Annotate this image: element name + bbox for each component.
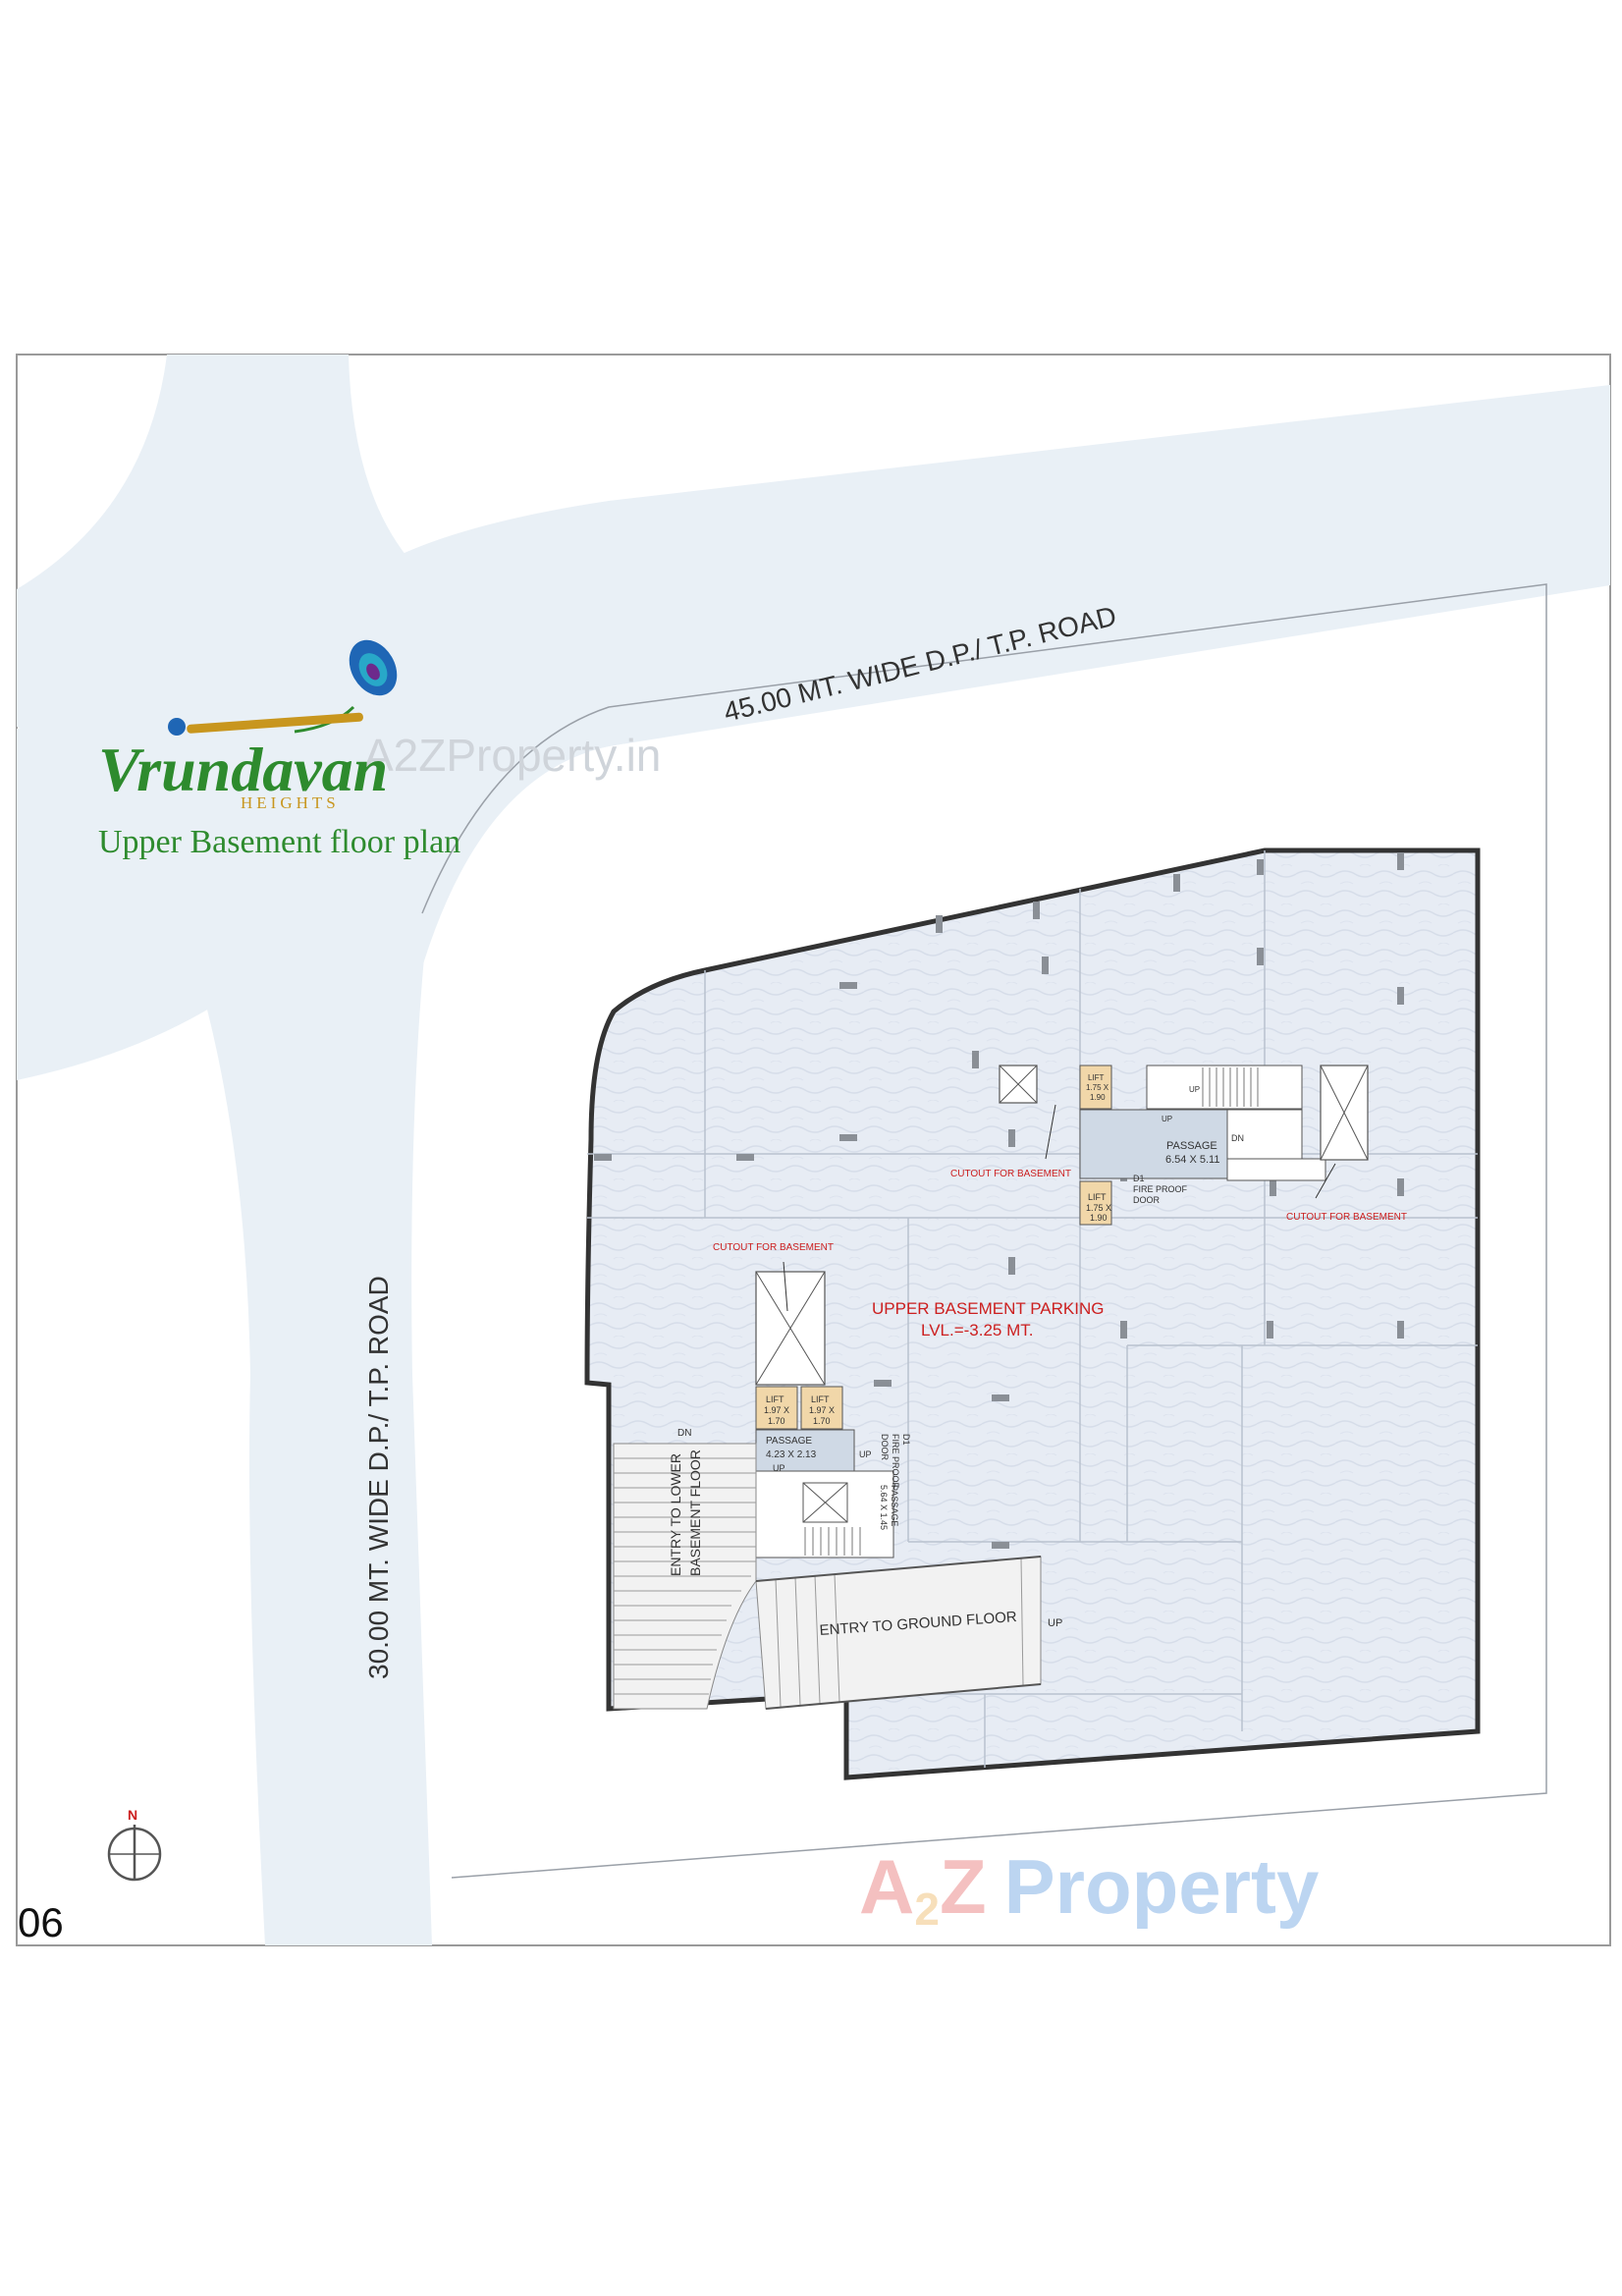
parking-level: LVL.=-3.25 MT. xyxy=(921,1321,1034,1339)
passage-label: PASSAGE xyxy=(766,1436,812,1447)
lift-dim: 1.97 X xyxy=(809,1405,835,1415)
lift-dim: 1.70 xyxy=(813,1416,831,1426)
core-upper xyxy=(999,1065,1369,1226)
fire-proof-label: FIRE PROOF xyxy=(891,1434,900,1489)
passage-dims: 4.23 X 2.13 xyxy=(766,1449,817,1460)
flute-icon xyxy=(168,712,363,736)
lift-label: LIFT xyxy=(766,1394,784,1404)
watermark-logo-rest: Property xyxy=(1004,1843,1320,1930)
up-label: UP xyxy=(773,1463,785,1473)
cutout-label-3: CUTOUT FOR BASEMENT xyxy=(713,1242,834,1253)
passage-label: PASSAGE xyxy=(890,1485,899,1526)
entry-lower-line2: BASEMENT FLOOR xyxy=(687,1449,703,1576)
watermark-logo-z: Z xyxy=(940,1843,987,1930)
core-lower xyxy=(755,1271,894,1558)
brand-name: Vrundavan xyxy=(98,735,388,804)
watermark-logo-a: A xyxy=(859,1843,914,1930)
cutout-arrows xyxy=(783,1104,1336,1312)
lift-label: LIFT xyxy=(811,1394,830,1404)
plan-title: Upper Basement floor plan xyxy=(98,824,460,860)
ramps xyxy=(613,1443,1042,1710)
lift-label: LIFT xyxy=(1088,1192,1107,1202)
brand-tagline: HEIGHTS xyxy=(241,793,340,812)
parking-title: UPPER BASEMENT PARKING xyxy=(872,1299,1104,1318)
page-number: 06 xyxy=(18,1899,64,1945)
dn-label: DN xyxy=(677,1428,691,1439)
up-label: UP xyxy=(1162,1115,1172,1123)
d1-label: D1 xyxy=(901,1434,911,1446)
lift-dim: 1.70 xyxy=(768,1416,785,1426)
watermark-url: A2ZProperty.in xyxy=(363,730,661,781)
door-label: DOOR xyxy=(880,1434,890,1461)
lift-dim: 1.97 X xyxy=(764,1405,789,1415)
up-label: UP xyxy=(1189,1085,1200,1094)
door-label: DOOR xyxy=(1133,1195,1161,1205)
road-left xyxy=(17,355,609,1945)
svg-text:A2ZProperty: A2ZProperty xyxy=(859,1843,1319,1935)
brand-logo: Vrundavan HEIGHTS xyxy=(98,639,398,812)
columns xyxy=(594,852,1404,1549)
entry-lower-line1: ENTRY TO LOWER xyxy=(668,1453,683,1576)
lift-dim: 1.75 X xyxy=(1086,1083,1109,1092)
dn-label: DN xyxy=(1231,1133,1244,1143)
passage-dims: 6.54 X 5.11 xyxy=(1165,1154,1219,1166)
site-boundary xyxy=(421,583,1547,1879)
passage-label: PASSAGE xyxy=(1166,1140,1217,1152)
cutout-label-1: CUTOUT FOR BASEMENT xyxy=(950,1169,1071,1179)
cutout-label-2: CUTOUT FOR BASEMENT xyxy=(1286,1212,1407,1223)
passage-dims: 5.64 X 1.45 xyxy=(879,1485,889,1530)
watermark-logo-2: 2 xyxy=(914,1884,940,1935)
lift-dim: 1.90 xyxy=(1090,1213,1108,1223)
up-label: UP xyxy=(859,1449,872,1459)
compass-label: N xyxy=(128,1807,137,1823)
up-label: UP xyxy=(1048,1617,1062,1629)
fire-proof-label: FIRE PROOF xyxy=(1133,1184,1188,1194)
north-compass-icon xyxy=(107,1825,162,1882)
lift-label: LIFT xyxy=(1088,1073,1105,1082)
lift-dim: 1.90 xyxy=(1090,1093,1106,1102)
road-label-left: 30.00 MT. WIDE D.P./ T.P. ROAD xyxy=(363,1276,394,1679)
d1-label: D1 xyxy=(1133,1174,1145,1183)
lift-dim: 1.75 X xyxy=(1086,1203,1111,1213)
